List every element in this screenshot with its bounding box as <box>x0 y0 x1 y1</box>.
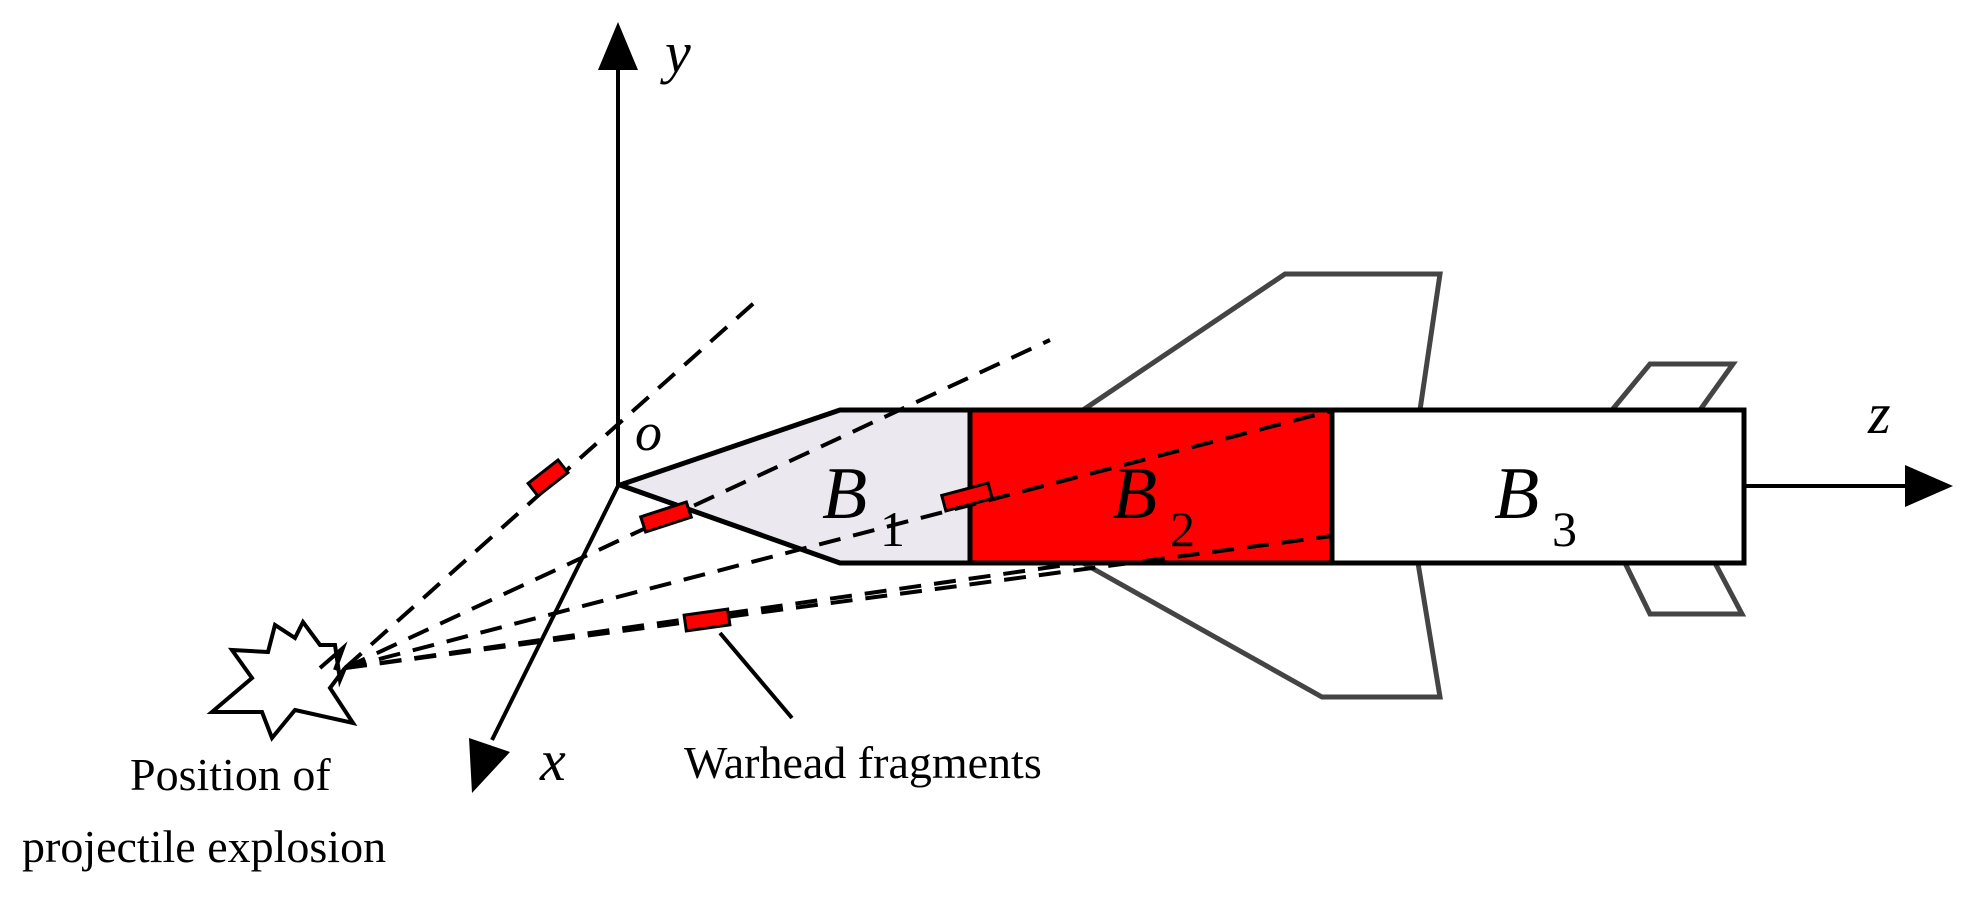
front-lower-fin <box>1081 560 1443 700</box>
x-axis-arrowhead <box>469 738 510 793</box>
section-b2-letter: B <box>1112 453 1157 535</box>
section-b1-letter: B <box>822 453 867 535</box>
z-axis-arrowhead <box>1905 465 1953 507</box>
trajectory-2 <box>344 338 1051 670</box>
section-b3 <box>1329 407 1747 566</box>
warhead-fragments <box>525 457 995 633</box>
origin-label: o <box>635 402 662 462</box>
fragment-1 <box>525 457 571 499</box>
trajectory-4 <box>344 534 1333 670</box>
rear-upper-fin <box>1610 361 1738 412</box>
section-b1-label: B <box>822 453 867 535</box>
fragments-caption: Warhead fragments <box>684 737 1042 788</box>
section-b2-subscript: 2 <box>1170 501 1195 557</box>
explosion-caption-line2: projectile explosion <box>22 821 386 872</box>
section-b3-label: B <box>1494 453 1539 535</box>
section-b2 <box>967 407 1335 566</box>
y-axis-arrowhead <box>598 22 638 70</box>
trajectory-1 <box>343 300 757 670</box>
rear-lower-fin <box>1622 561 1747 617</box>
fragment-4 <box>682 607 732 633</box>
section-b3-letter: B <box>1494 453 1539 535</box>
fragments-pointer <box>718 631 794 720</box>
explosion-icon <box>206 618 358 742</box>
x-axis-label: x <box>539 728 566 793</box>
section-b1-subscript: 1 <box>880 501 905 557</box>
front-upper-fin <box>1081 271 1443 413</box>
section-b1-nose <box>617 407 973 566</box>
explosion-spark <box>318 641 348 671</box>
section-b3-subscript: 3 <box>1552 501 1577 557</box>
explosion-caption-line1: Position of <box>130 749 331 800</box>
z-axis-label: z <box>1867 381 1891 446</box>
y-axis-label: y <box>660 20 691 85</box>
section-b2-label: B <box>1112 453 1157 535</box>
fragment-3 <box>939 481 995 513</box>
trajectory-3 <box>344 408 1336 670</box>
fragment-2 <box>638 500 694 534</box>
